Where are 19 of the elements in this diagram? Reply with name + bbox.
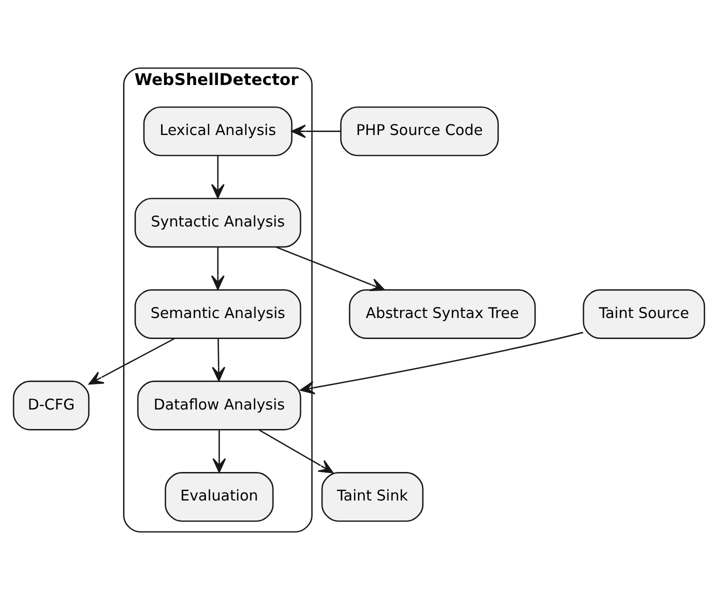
node-box: Lexical Analysis (143, 106, 292, 156)
arrow (212, 430, 226, 472)
node-box: Abstract Syntax Tree (348, 288, 536, 338)
node-box: Syntactic Analysis (134, 197, 302, 248)
node-box: Dataflow Analysis (137, 380, 302, 430)
arrow (88, 337, 175, 384)
arrow (211, 246, 225, 290)
arrow (211, 155, 225, 198)
node-box: Taint Source (582, 288, 706, 338)
arrow (258, 428, 334, 473)
arrow (300, 331, 584, 394)
arrow (276, 246, 385, 291)
node-box: Evaluation (164, 472, 274, 522)
node-box: Semantic Analysis (134, 288, 302, 338)
node-box: PHP Source Code (340, 106, 499, 156)
arrow (212, 338, 226, 381)
node-box: D-CFG (12, 380, 90, 430)
arrow (291, 124, 341, 138)
node-box: Taint Sink (321, 472, 424, 522)
